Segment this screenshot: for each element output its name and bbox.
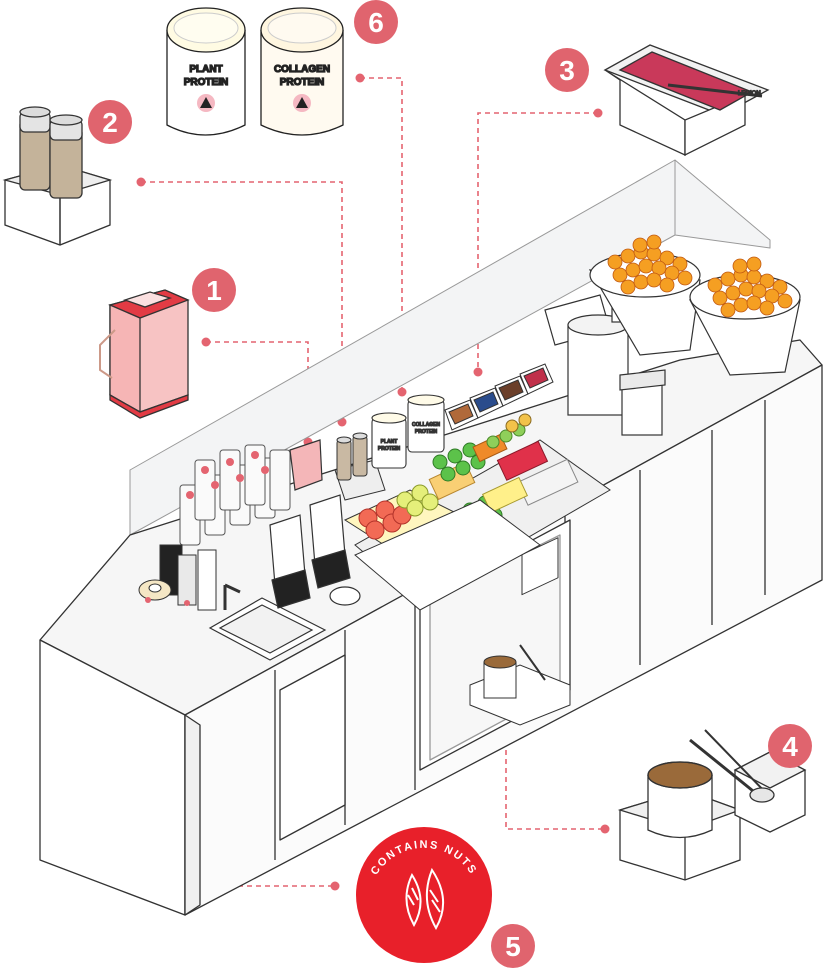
- leader-dot-4b: [600, 824, 610, 834]
- leader-line-2: [141, 181, 343, 420]
- callout-2-number: 2: [102, 107, 118, 138]
- sauce-pot-icon: [617, 729, 807, 881]
- callout-3-number: 3: [559, 55, 575, 86]
- callout-6: 6: [354, 0, 398, 44]
- callout-2: 2: [88, 100, 132, 144]
- drawer: [279, 654, 346, 841]
- leader-dot-6b: [397, 387, 407, 397]
- counter-protein-tubs: PLANT PROTEIN COLLAGEN PROTEIN: [371, 394, 445, 469]
- topping-wells: [444, 363, 554, 431]
- vent-grid: [521, 537, 559, 596]
- counter-collagen-label: COLLAGEN: [412, 422, 440, 428]
- counter-collagen-label-2: PROTEIN: [415, 429, 438, 435]
- leader-dot-6a: [355, 73, 365, 83]
- leader-line-5: [154, 618, 335, 887]
- protein-tub-icon: PLANT PROTEIN COLLAGEN PROTEIN: [166, 7, 344, 136]
- orange-bowls: [588, 234, 801, 376]
- leader-dot-3a: [593, 108, 603, 118]
- sneeze-guard-side: [674, 159, 771, 249]
- callout-3: 3: [545, 48, 589, 92]
- counter-plant-label: PLANT: [381, 439, 398, 445]
- callout-circles: 1 2 3 4 5 6: [88, 0, 812, 968]
- counter-end-panel: [184, 714, 201, 916]
- leader-line-1: [206, 341, 309, 440]
- callout-5-number: 5: [505, 931, 521, 962]
- leader-dot-1a: [201, 337, 211, 347]
- counter-syrups: [334, 432, 386, 501]
- sorbet-tray-icon: LEGION: [603, 44, 770, 157]
- callout-4-number: 4: [782, 731, 798, 762]
- callout-4: 4: [768, 724, 812, 768]
- prep-station: [343, 413, 611, 611]
- cup-stacks: [179, 444, 291, 546]
- spatula-brand: LEGION: [738, 91, 761, 97]
- collagen-protein-label-line1: COLLAGEN: [274, 64, 330, 75]
- straw-holders: [138, 544, 217, 611]
- callout-1-number: 1: [206, 275, 222, 306]
- almond-icon: [405, 867, 445, 931]
- callout-6-number: 6: [368, 7, 384, 38]
- collagen-protein-label-line2: PROTEIN: [280, 77, 324, 88]
- sink: [208, 583, 327, 661]
- callout-5: 5: [491, 924, 535, 968]
- leader-line-4: [505, 705, 605, 830]
- syrup-bottles-icon: [2, 106, 113, 246]
- blender-jar-icon: [99, 289, 190, 419]
- contains-nuts-badge: CONTAINS NUTS: [356, 827, 492, 963]
- counter-blenders: [269, 439, 361, 609]
- plant-protein-label-line1: PLANT: [189, 64, 222, 75]
- callout-1: 1: [192, 268, 236, 312]
- plant-protein-label-line2: PROTEIN: [184, 77, 228, 88]
- leader-dot-5b: [330, 881, 340, 891]
- leader-line-6: [360, 77, 403, 390]
- counter-plant-label-2: PROTEIN: [378, 446, 401, 452]
- cabinet-sauce-pot: [469, 644, 571, 726]
- leader-dot-3b: [473, 367, 483, 377]
- leader-dot-2a: [136, 177, 146, 187]
